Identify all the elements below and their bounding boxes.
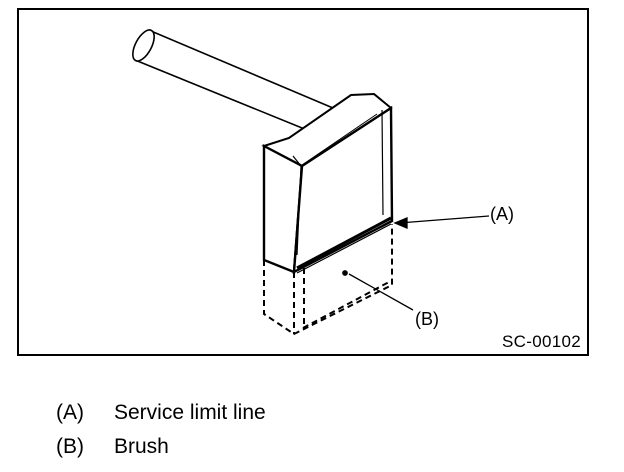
legend-text: Service limit line [114,401,266,424]
callout-a-arrowhead [393,217,408,229]
callout-label-a: (A) [490,204,514,224]
brush-illustration [132,29,490,336]
legend-item: (B) Brush [56,430,266,464]
brush-wear-portion-dashed [263,224,393,336]
legend-text: Brush [114,435,169,458]
figure-code: SC-00102 [502,332,581,351]
legend-key: (A) [56,401,84,424]
legend-item: (A) Service limit line [56,396,266,430]
callout-leader-lines [342,215,490,311]
legend: (A) Service limit line (B) Brush [56,396,266,464]
legend-key: (B) [56,435,84,458]
callout-label-b: (B) [415,309,439,329]
callout-a-leader [398,215,490,224]
brush-lead-wire [132,29,334,131]
callout-b-dot [342,270,348,276]
callout-b-leader [348,273,414,311]
service-limit-line [296,216,392,274]
diagram-figure: (A) (B) SC-00102 [17,8,589,356]
